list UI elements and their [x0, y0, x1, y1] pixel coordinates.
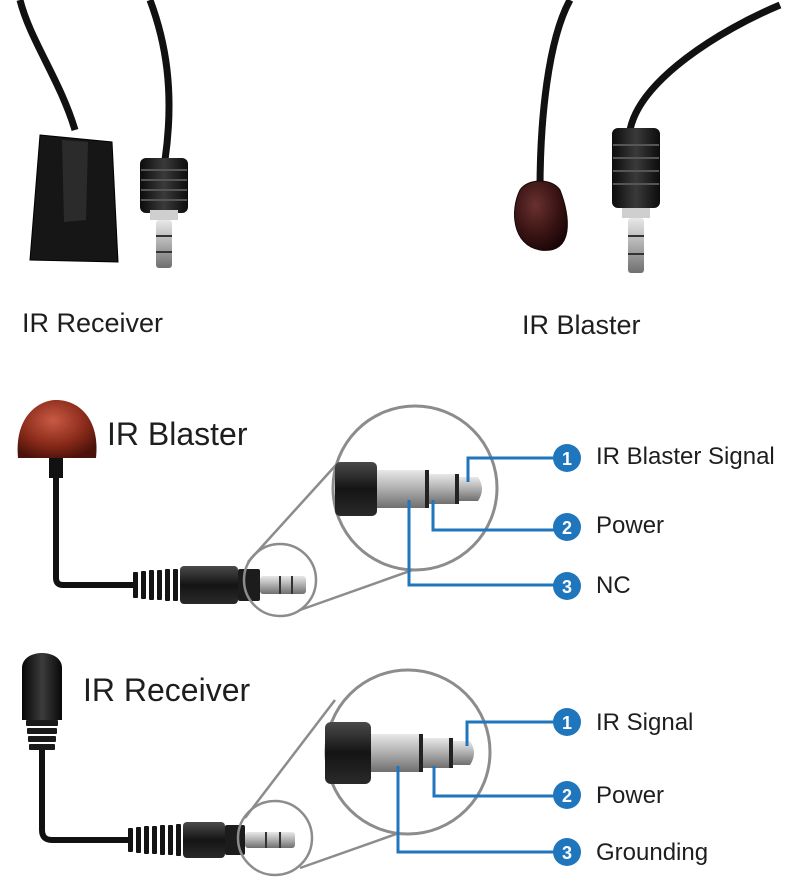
ir-receiver-zoom-source [236, 799, 314, 877]
ir-receiver-callout-lines [396, 720, 555, 854]
ir-receiver-diagram-title: IR Receiver [83, 672, 251, 708]
ir-blaster-callout-lines [407, 456, 555, 587]
ir-receiver-pin-2-label: Power [596, 782, 665, 809]
pin-badge-1: 1 [553, 444, 581, 472]
pin-badge-1: 1 [553, 708, 581, 736]
pin-number: 2 [562, 518, 572, 538]
ir-receiver-cable [39, 750, 130, 843]
ir-receiver-large-plug [325, 722, 474, 784]
ir-blaster-diagram-title: IR Blaster [107, 416, 248, 452]
ir-blaster-photo-caption: IR Blaster [522, 310, 641, 340]
ir-blaster-pin-2-label: Power [596, 512, 665, 539]
pin-number: 1 [562, 713, 572, 733]
ir-blaster-pin-3-label: NC [596, 572, 631, 599]
pin-number: 1 [562, 449, 572, 469]
ir-receiver-diagram: 1 2 3 [22, 653, 581, 877]
ir-receiver-photo [16, 0, 188, 268]
ir-receiver-pin-1-label: IR Signal [596, 709, 694, 736]
ir-receiver-photo-caption: IR Receiver [22, 308, 164, 338]
pin-badge-3: 3 [553, 572, 581, 600]
ir-blaster-diagram: 1 2 3 [17, 400, 581, 618]
ir-receiver-pin-3-label: Grounding [596, 839, 709, 866]
ir-blaster-photo [514, 0, 782, 273]
ir-receiver-head [22, 653, 62, 720]
ir-blaster-pin-1-label: IR Blaster Signal [596, 443, 775, 470]
ir-blaster-small-plug [133, 566, 306, 604]
ir-blaster-zoom-source [242, 542, 318, 618]
ir-blaster-head [17, 400, 97, 458]
ir-blaster-cable [53, 475, 135, 588]
pin-number: 3 [562, 577, 572, 597]
pin-number: 3 [562, 843, 572, 863]
pin-number: 2 [562, 786, 572, 806]
pin-badge-3: 3 [553, 838, 581, 866]
pin-badge-2: 2 [553, 513, 581, 541]
pin-badge-2: 2 [553, 781, 581, 809]
ir-receiver-small-plug [128, 822, 295, 858]
ir-blaster-large-plug [335, 462, 482, 516]
